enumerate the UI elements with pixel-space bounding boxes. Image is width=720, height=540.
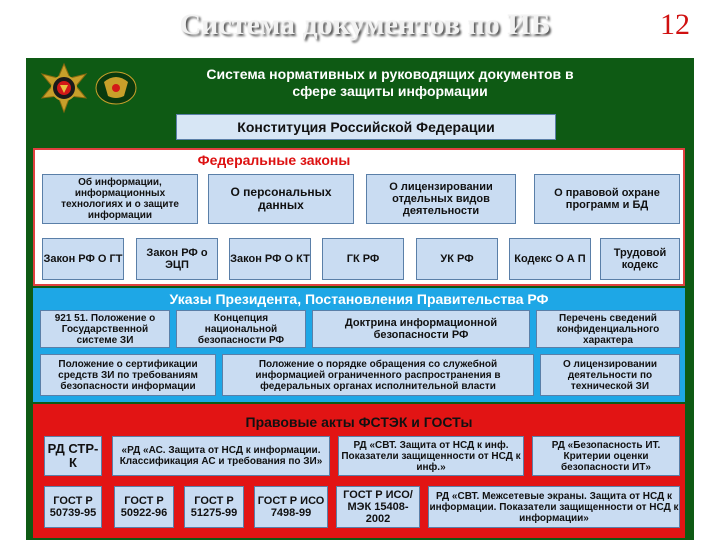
decree-box: Доктрина информационной безопасности РФ <box>312 310 530 348</box>
law-box: Закон РФ о ЭЦП <box>136 238 218 280</box>
fstek-box: РД «СВТ. Межсетевые экраны. Защита от НС… <box>428 486 680 528</box>
law-box: ГК РФ <box>322 238 404 280</box>
fstek-box: РД СТР-К <box>44 436 102 476</box>
gost-box: ГОСТ Р 50922-96 <box>114 486 174 528</box>
decree-box: Положение о порядке обращения со служебн… <box>222 354 534 396</box>
law-box: О персональных данных <box>208 174 354 224</box>
fstek-box: «РД «АС. Защита от НСД к информации. Кла… <box>112 436 330 476</box>
law-box: Закон РФ О КТ <box>229 238 311 280</box>
emblem-logo <box>30 60 152 116</box>
diagram-title: Система нормативных и руководящих докуме… <box>160 66 620 100</box>
fstek-box: РД «СВТ. Защита от НСД к инф. Показатели… <box>338 436 524 476</box>
decrees-title: Указы Президента, Постановления Правител… <box>169 291 549 307</box>
header-bar <box>0 0 720 55</box>
decree-box: 921 51. Положение о Государственной сист… <box>40 310 170 348</box>
decree-box: Перечень сведений конфиденциального хара… <box>536 310 680 348</box>
law-box: Закон РФ О ГТ <box>42 238 124 280</box>
gost-box: ГОСТ Р 50739-95 <box>44 486 102 528</box>
law-box: Трудовой кодекс <box>600 238 680 280</box>
law-box: УК РФ <box>416 238 498 280</box>
fstek-title: Правовые акты ФСТЭК и ГОСТы <box>245 414 473 430</box>
gost-box: ГОСТ Р ИСО 7498-99 <box>254 486 328 528</box>
decree-box: Положение о сертификации средств ЗИ по т… <box>40 354 216 396</box>
emblem-icon <box>40 62 137 114</box>
diagram-title-line1: Система нормативных и руководящих докуме… <box>206 66 574 82</box>
gost-box: ГОСТ Р 51275-99 <box>184 486 244 528</box>
diagram-title-line2: сфере защиты информации <box>292 83 488 99</box>
law-box: О правовой охране программ и БД <box>534 174 680 224</box>
law-box: Об информации, информационных технология… <box>42 174 198 224</box>
left-strip <box>0 55 26 540</box>
law-box: О лицензировании отдельных видов деятель… <box>366 174 516 224</box>
slide-number: 12 <box>660 8 690 41</box>
constitution-box: Конституция Российской Федерации <box>176 114 556 140</box>
fstek-box: РД «Безопасность ИТ. Критерии оценки без… <box>532 436 680 476</box>
federal-laws-title: Федеральные законы <box>197 152 351 168</box>
gost-box: ГОСТ Р ИСО/МЭК 15408-2002 <box>336 486 420 528</box>
decree-box: Концепция национальной безопасности РФ <box>176 310 306 348</box>
law-box: Кодекс О А П <box>509 238 591 280</box>
decree-box: О лицензировании деятельности по техниче… <box>540 354 680 396</box>
page-title: Система документов по ИБ <box>179 8 551 41</box>
